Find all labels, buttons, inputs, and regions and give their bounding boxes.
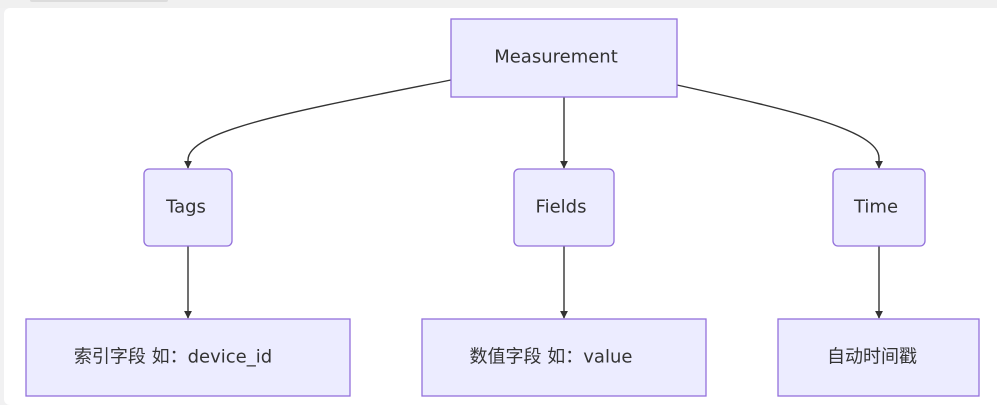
node-time-box: [832, 168, 926, 247]
node-fields[interactable]: Fields: [513, 168, 615, 247]
node-tags-box: [143, 168, 233, 247]
node-fields-label: Fields: [536, 197, 587, 218]
node-measurement[interactable]: Measurement: [450, 18, 678, 98]
node-measurement-box: [450, 18, 678, 98]
node-fields-desc-box: [421, 318, 707, 397]
node-tags-desc[interactable]: 索引字段 如：device_id: [25, 318, 351, 397]
node-fields-desc[interactable]: 数值字段 如：value: [421, 318, 707, 397]
node-time-desc[interactable]: 自动时间戳: [777, 318, 980, 397]
node-time-desc-label: 自动时间戳: [827, 347, 917, 368]
node-fields-box: [513, 168, 615, 247]
edges: [184, 79, 883, 319]
edge-measurement-time: [676, 84, 883, 169]
node-tags-label: Tags: [165, 197, 206, 218]
node-tags-desc-box: [25, 318, 351, 397]
node-time[interactable]: Time: [832, 168, 926, 247]
top-strip: [0, 0, 997, 8]
node-time-desc-box: [777, 318, 980, 397]
node-fields-desc-label: 数值字段 如：value: [470, 347, 633, 368]
node-tags-desc-label: 索引字段 如：device_id: [74, 347, 272, 368]
node-time-label: Time: [853, 197, 898, 218]
top-tab: [30, 0, 168, 2]
node-measurement-label: Measurement: [494, 47, 618, 68]
edge-measurement-tags: [184, 79, 452, 169]
node-tags[interactable]: Tags: [143, 168, 233, 247]
